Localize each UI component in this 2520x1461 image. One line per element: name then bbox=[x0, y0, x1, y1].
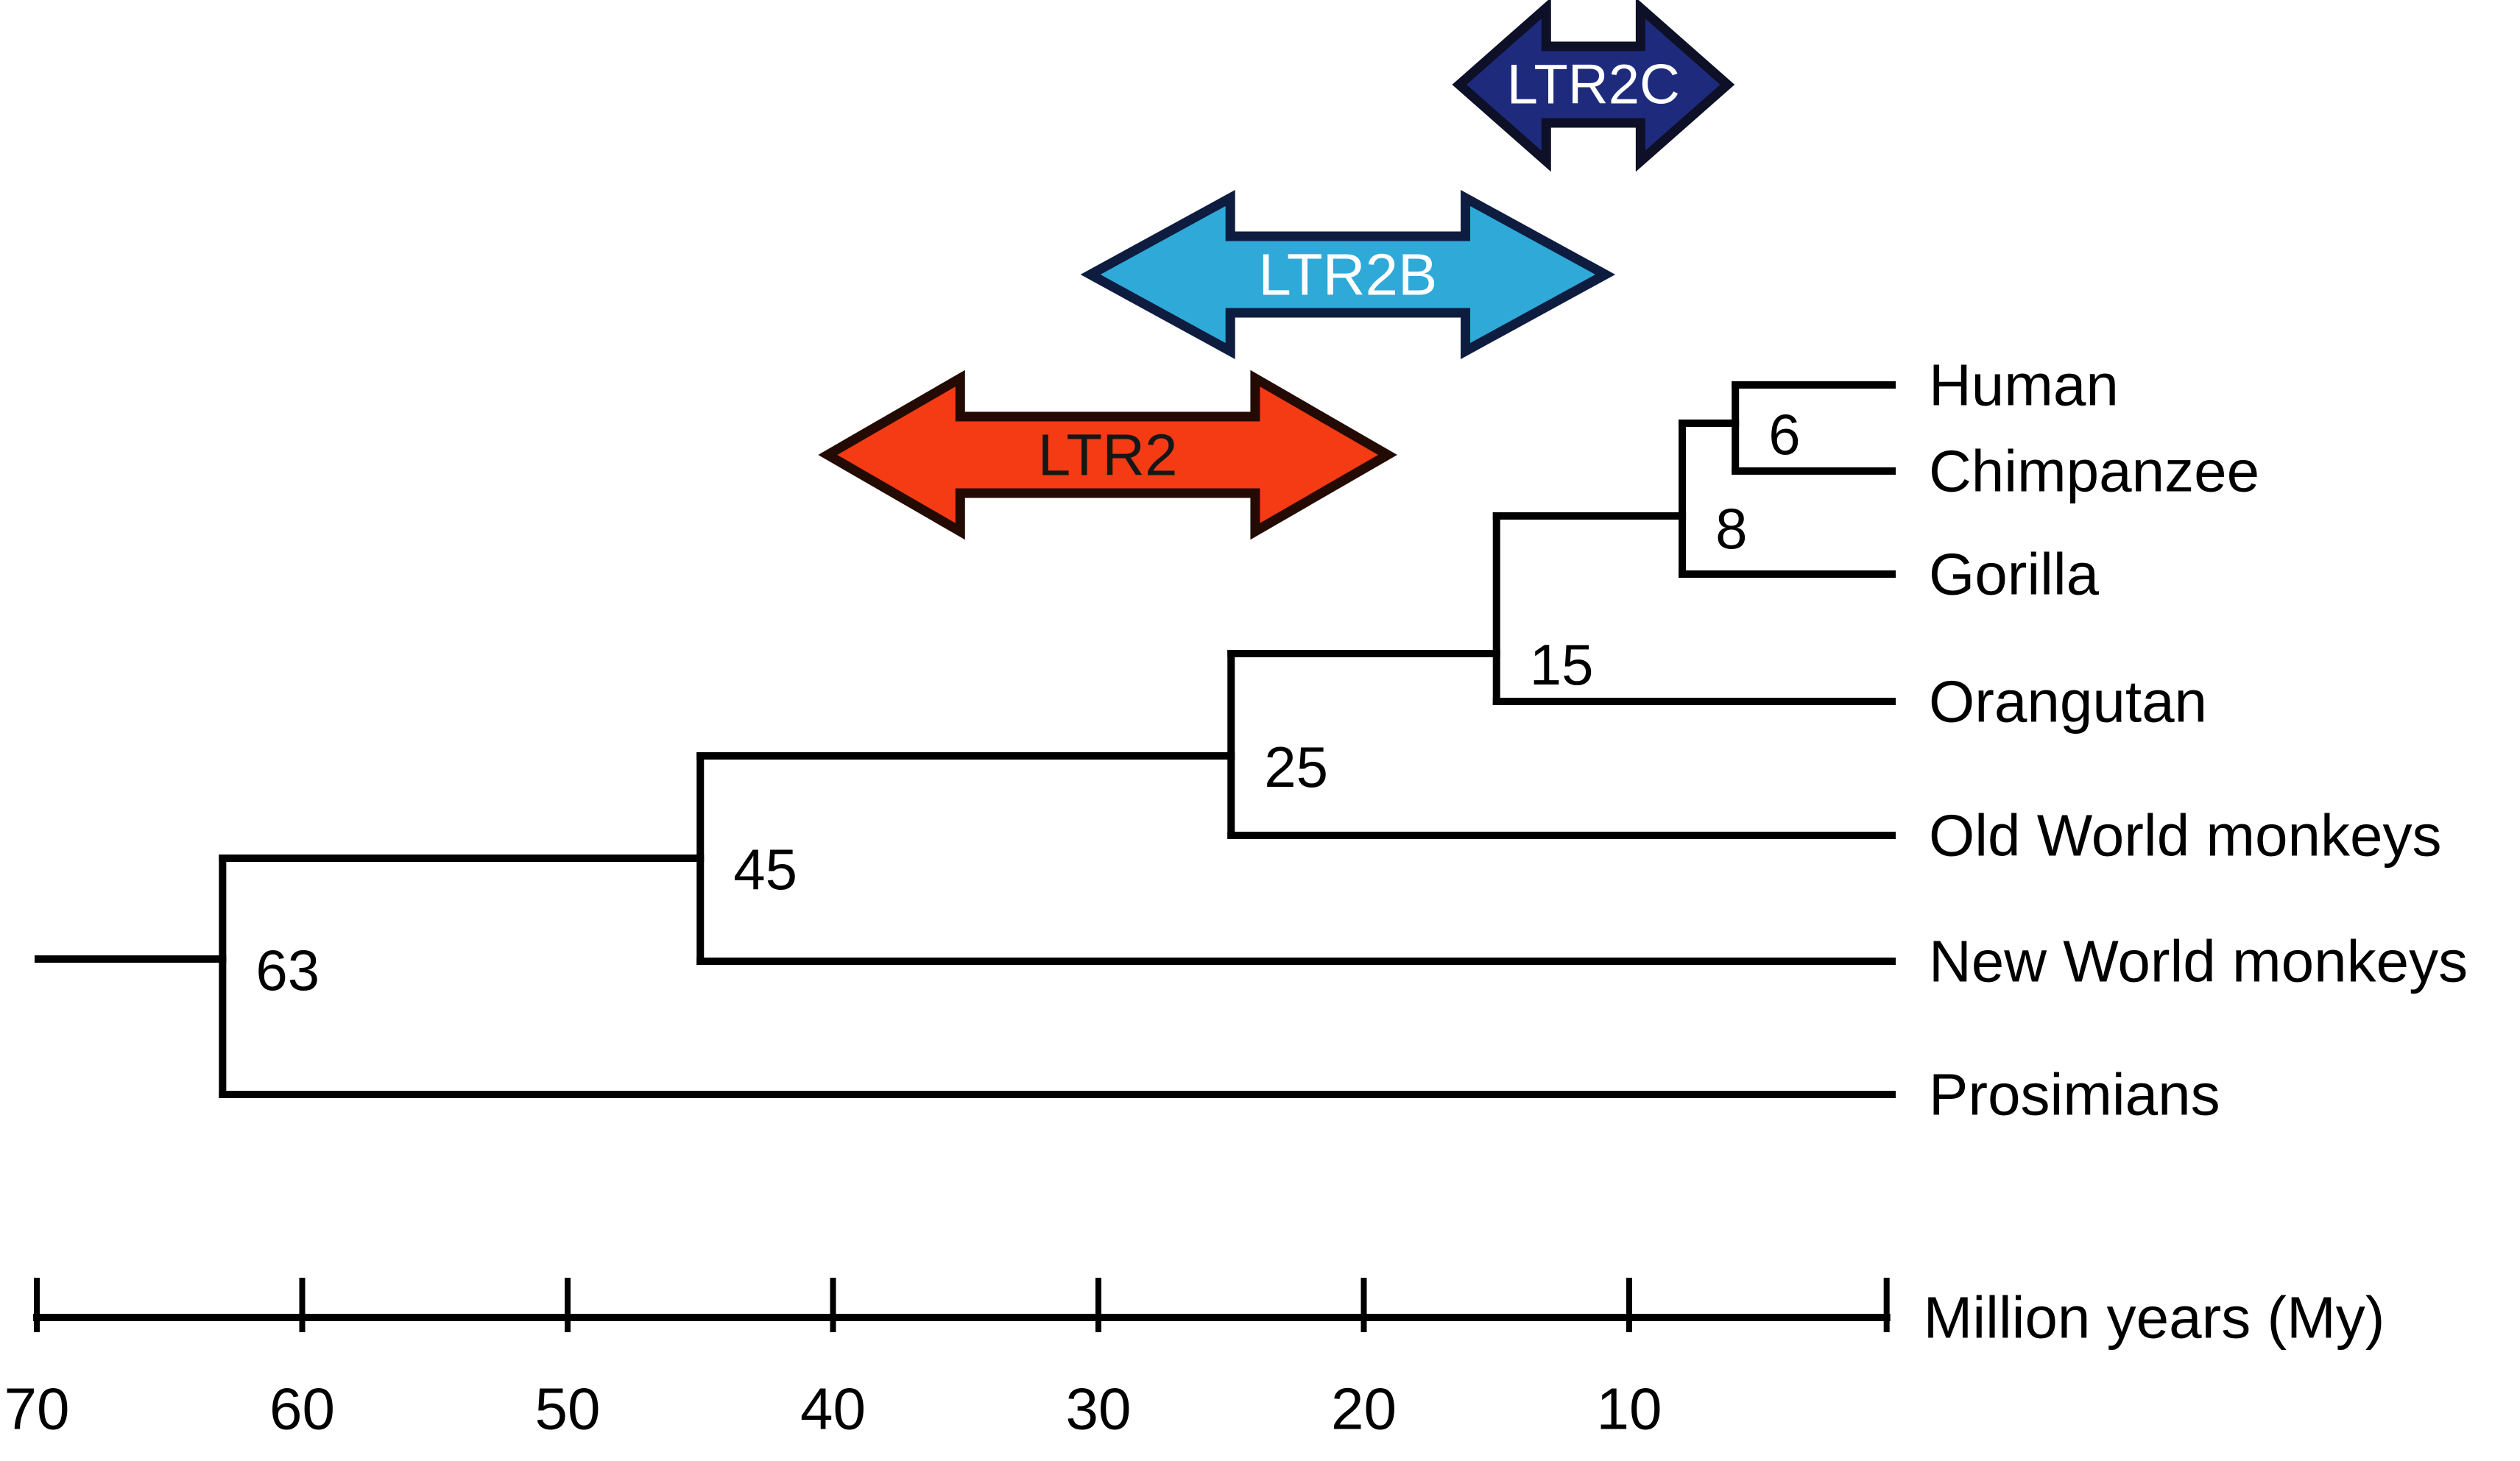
age-label-63: 63 bbox=[255, 938, 320, 1002]
ltr2c-arrow-label: LTR2C bbox=[1507, 54, 1680, 116]
ltr2b-arrow bbox=[1080, 190, 1616, 359]
axis-tick-label-60: 60 bbox=[269, 1376, 335, 1442]
age-label-25: 25 bbox=[1264, 735, 1328, 799]
axis-caption: Million years (My) bbox=[1924, 1285, 2385, 1351]
leaf-label-old-world-monkeys: Old World monkeys bbox=[1929, 803, 2442, 869]
ltr2b-arrow-label: LTR2B bbox=[1258, 242, 1437, 308]
age-label-45: 45 bbox=[733, 837, 797, 902]
axis-tick-label-20: 20 bbox=[1331, 1376, 1397, 1442]
ltr2-arrow bbox=[818, 369, 1397, 540]
axis-tick-label-10: 10 bbox=[1597, 1376, 1662, 1442]
age-label-6: 6 bbox=[1768, 402, 1800, 467]
age-label-15: 15 bbox=[1530, 632, 1594, 697]
age-label-8: 8 bbox=[1715, 496, 1747, 561]
leaf-label-new-world-monkeys: New World monkeys bbox=[1929, 929, 2468, 994]
axis-tick-label-70: 70 bbox=[4, 1376, 70, 1442]
leaf-label-human: Human bbox=[1929, 353, 2119, 418]
ltr2-arrow-label: LTR2 bbox=[1038, 422, 1178, 488]
axis-tick-label-30: 30 bbox=[1066, 1376, 1132, 1442]
ltr2c-arrow bbox=[1452, 0, 1735, 172]
axis-tick-label-40: 40 bbox=[800, 1376, 866, 1442]
leaf-label-orangutan: Orangutan bbox=[1929, 669, 2207, 735]
axis-tick-label-50: 50 bbox=[535, 1376, 601, 1442]
leaf-label-chimpanzee: Chimpanzee bbox=[1929, 439, 2259, 504]
leaf-label-prosimians: Prosimians bbox=[1929, 1062, 2220, 1128]
leaf-label-gorilla: Gorilla bbox=[1929, 542, 2100, 607]
